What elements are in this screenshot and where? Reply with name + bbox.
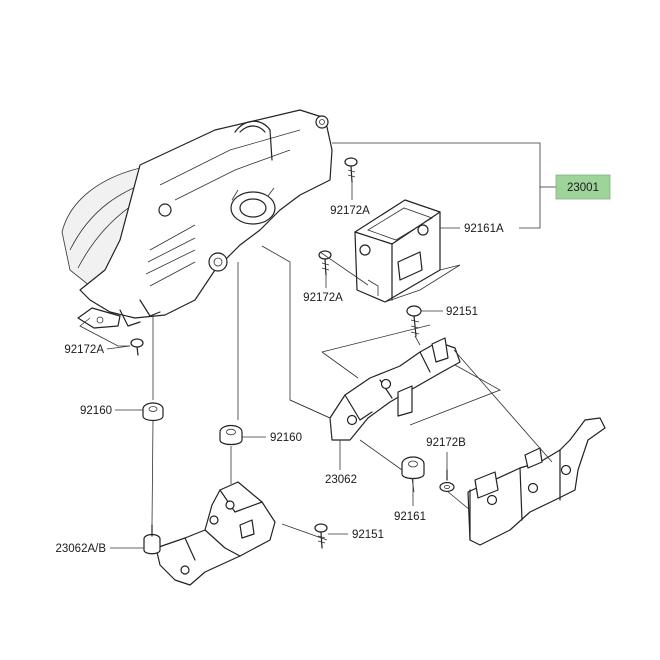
label-92160-left: 92160 (80, 405, 112, 417)
lower-stay-23062AB (143, 481, 276, 586)
screw-92172A-top (344, 157, 358, 183)
bolt-92151-bottom (314, 523, 328, 549)
headlight-assembly (61, 109, 333, 329)
label-92160-center: 92160 (270, 432, 302, 444)
right-stay (467, 417, 606, 546)
main-bracket-23062 (329, 337, 461, 441)
washer-92172B (439, 469, 455, 493)
bracket-cover-92161A (354, 199, 441, 303)
assembly-highlight (555, 174, 611, 200)
damper-92161 (401, 456, 425, 480)
label-92151-bottom: 92151 (352, 529, 384, 541)
grommet-92160-center (219, 424, 243, 446)
label-92172A-middle: 92172A (303, 292, 343, 304)
bolt-92151-right (406, 305, 422, 337)
assembly-label-box[interactable]: 23001 (555, 174, 611, 200)
label-92151-right: 92151 (446, 306, 478, 318)
construction-lines (79, 245, 553, 541)
grommet-92160-left (142, 402, 164, 422)
label-92161A: 92161A (464, 223, 504, 235)
label-92172A-top: 92172A (330, 205, 370, 217)
label-92172A-left: 92172A (64, 344, 104, 356)
label-92172B: 92172B (426, 437, 466, 449)
label-23062: 23062 (325, 474, 357, 486)
screw-92172A-middle (318, 250, 332, 276)
label-23001: 23001 (567, 182, 599, 194)
screw-92172A-left (130, 338, 144, 356)
leader-lines (106, 142, 556, 549)
label-23062AB: 23062A/B (55, 543, 106, 555)
label-92161: 92161 (394, 511, 426, 523)
